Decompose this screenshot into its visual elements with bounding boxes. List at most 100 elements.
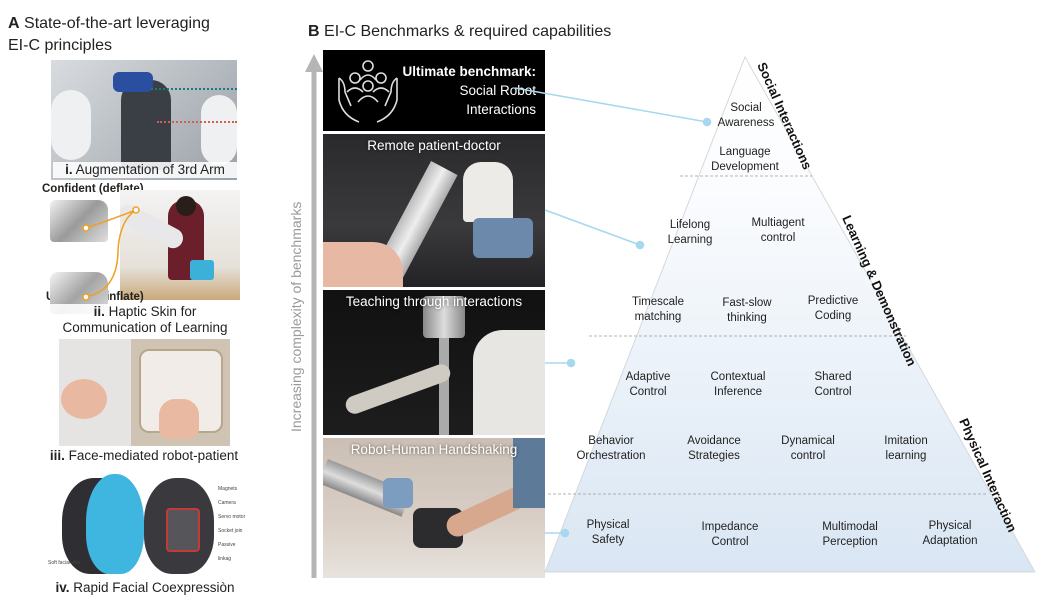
panel-a-title-line1: State-of-the-art leveraging [24,15,210,32]
robot-arm-right [201,95,237,165]
skin-sample-deflate [50,200,108,242]
numeral-i: i. [65,162,73,177]
panel-b-title: B EI-C Benchmarks & required capabilitie… [308,22,611,42]
caption-i-text: Augmentation of 3rd Arm [75,162,225,177]
connector-confident [85,209,137,229]
numeral-ii: ii. [93,304,105,319]
caption-i: i. Augmentation of 3rd Arm [53,162,237,178]
haptic-connectors [82,206,140,301]
person-sweater [463,162,513,222]
callout-magnets: Magnets [218,486,238,492]
benchmark-handshaking-label: Robot-Human Handshaking [350,442,518,457]
person-shirt [473,330,545,435]
robot-arm-left [51,90,91,160]
photo-third-arm [51,60,237,180]
person-silhouette [121,80,171,170]
connector-dot-ultimate [702,117,712,127]
robot-base [423,296,465,338]
photo-haptic-skin [120,190,240,300]
hand [159,399,199,439]
callout-servo: Servo motor [218,514,246,520]
human-sleeve [513,438,545,508]
connector-dot-handshaking [560,528,570,538]
dot-confident [82,224,90,232]
robot-joint [383,478,413,508]
face-on-screen [61,379,107,419]
callout-socket: Socket join [218,528,243,534]
numeral-iv: iv. [55,580,70,595]
caption-iv: iv. Rapid Facial Coexpressiòn [40,580,250,596]
caption-iii-text: Face-mediated robot-patient [68,448,239,463]
arrow-head [305,54,323,72]
panel-a-subtitle: EI-C principles [8,37,113,54]
callout-labels: Magnets Camera Servo motor Socket join P… [218,482,246,566]
marker-line-teal [151,88,237,90]
callout-linkage: Passive linkag [218,542,236,562]
panel-b-letter: B [308,23,320,40]
ultimate-benchmark-title: Ultimate benchmark: [402,64,536,79]
dot-tube [132,206,140,214]
skin-phantom [323,242,403,287]
blue-face-skin [86,474,144,574]
panel-a-letter: A [8,15,20,32]
benchmark-teaching: Teaching through interactions [323,290,545,435]
person-head [176,196,196,216]
caption-ii-text1: Haptic Skin for [108,304,197,319]
connector-dot-remote [635,240,645,250]
caption-ii-line1: ii. Haptic Skin for [50,304,240,320]
connector-remote [544,209,641,246]
caption-ii: ii. Haptic Skin for Communication of Lea… [50,304,240,336]
connector-dot-teaching [566,358,576,368]
caption-iv-text: Rapid Facial Coexpressiòn [73,580,235,595]
callout-camera: Camera [218,500,236,506]
pyramid-shape [544,55,1036,573]
caption-iii: iii. Face-mediated robot-patient [38,448,250,464]
vr-headset [113,72,153,92]
benchmark-teaching-label: Teaching through interactions [345,294,523,309]
label-confident: Confident (deflate) [42,183,144,195]
connector-uncertain [85,209,137,298]
community-hands-icon [338,60,398,123]
photo-facial-robot: Magnets Camera Servo motor Socket join P… [46,468,246,580]
internal-mechanics [166,508,200,552]
ultimate-benchmark-line2: Social Robot [459,83,536,98]
ultimate-benchmark-text: Ultimate benchmark: Social Robot Interac… [402,62,536,119]
numeral-iii: iii. [49,448,65,463]
caption-ii-text2: Communication of Learning [62,320,228,335]
complexity-arrow [305,54,323,578]
panel-b-title-text: EI-C Benchmarks & required capabilities [324,23,612,40]
ultimate-benchmark-line3: Interactions [466,102,536,117]
blue-basket [190,260,214,280]
callout-skin: Soft facial skin [48,560,81,566]
marker-line-red [157,121,237,123]
connector-ultimate [514,87,708,123]
panel-a-title: A State-of-the-art leveraging [8,14,210,34]
robot-pole [439,338,449,435]
benchmark-remote-patient-doctor: Remote patient-doctor [323,134,545,287]
dot-uncertain [82,293,90,301]
person-jeans [473,218,533,258]
benchmark-handshaking: Robot-Human Handshaking [323,438,545,578]
benchmark-ultimate: Ultimate benchmark: Social Robot Interac… [323,50,545,131]
benchmark-remote-label: Remote patient-doctor [367,138,501,153]
photo-face-robot [59,339,230,446]
